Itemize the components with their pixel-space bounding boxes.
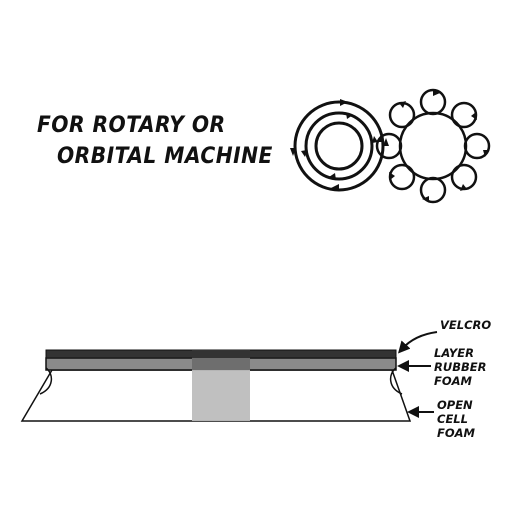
callout-velcro-label: VELCRO (440, 318, 492, 332)
callout-layer-line-2: RUBBER (434, 360, 487, 374)
callout-open-line-1: OPEN (437, 398, 473, 412)
pad-cross-section (20, 349, 412, 422)
callout-open-cell-foam: OPEN CELL FOAM (437, 398, 475, 440)
orbital-motion-icon (375, 88, 491, 204)
callout-layer-rubber-foam: LAYER RUBBER FOAM (434, 346, 486, 388)
headline-line-2: ORBITAL MACHINE (57, 144, 273, 169)
headline-line-1: FOR ROTARY OR (37, 113, 226, 138)
callout-open-line-2: CELL (437, 412, 468, 426)
callout-arrows (397, 331, 438, 418)
rotary-motion-icon (290, 99, 389, 192)
callout-open-line-3: FOAM (437, 426, 475, 440)
callout-layer-line-3: FOAM (434, 374, 472, 388)
callout-velcro: VELCRO (440, 318, 491, 332)
callout-layer-line-1: LAYER (434, 346, 474, 360)
